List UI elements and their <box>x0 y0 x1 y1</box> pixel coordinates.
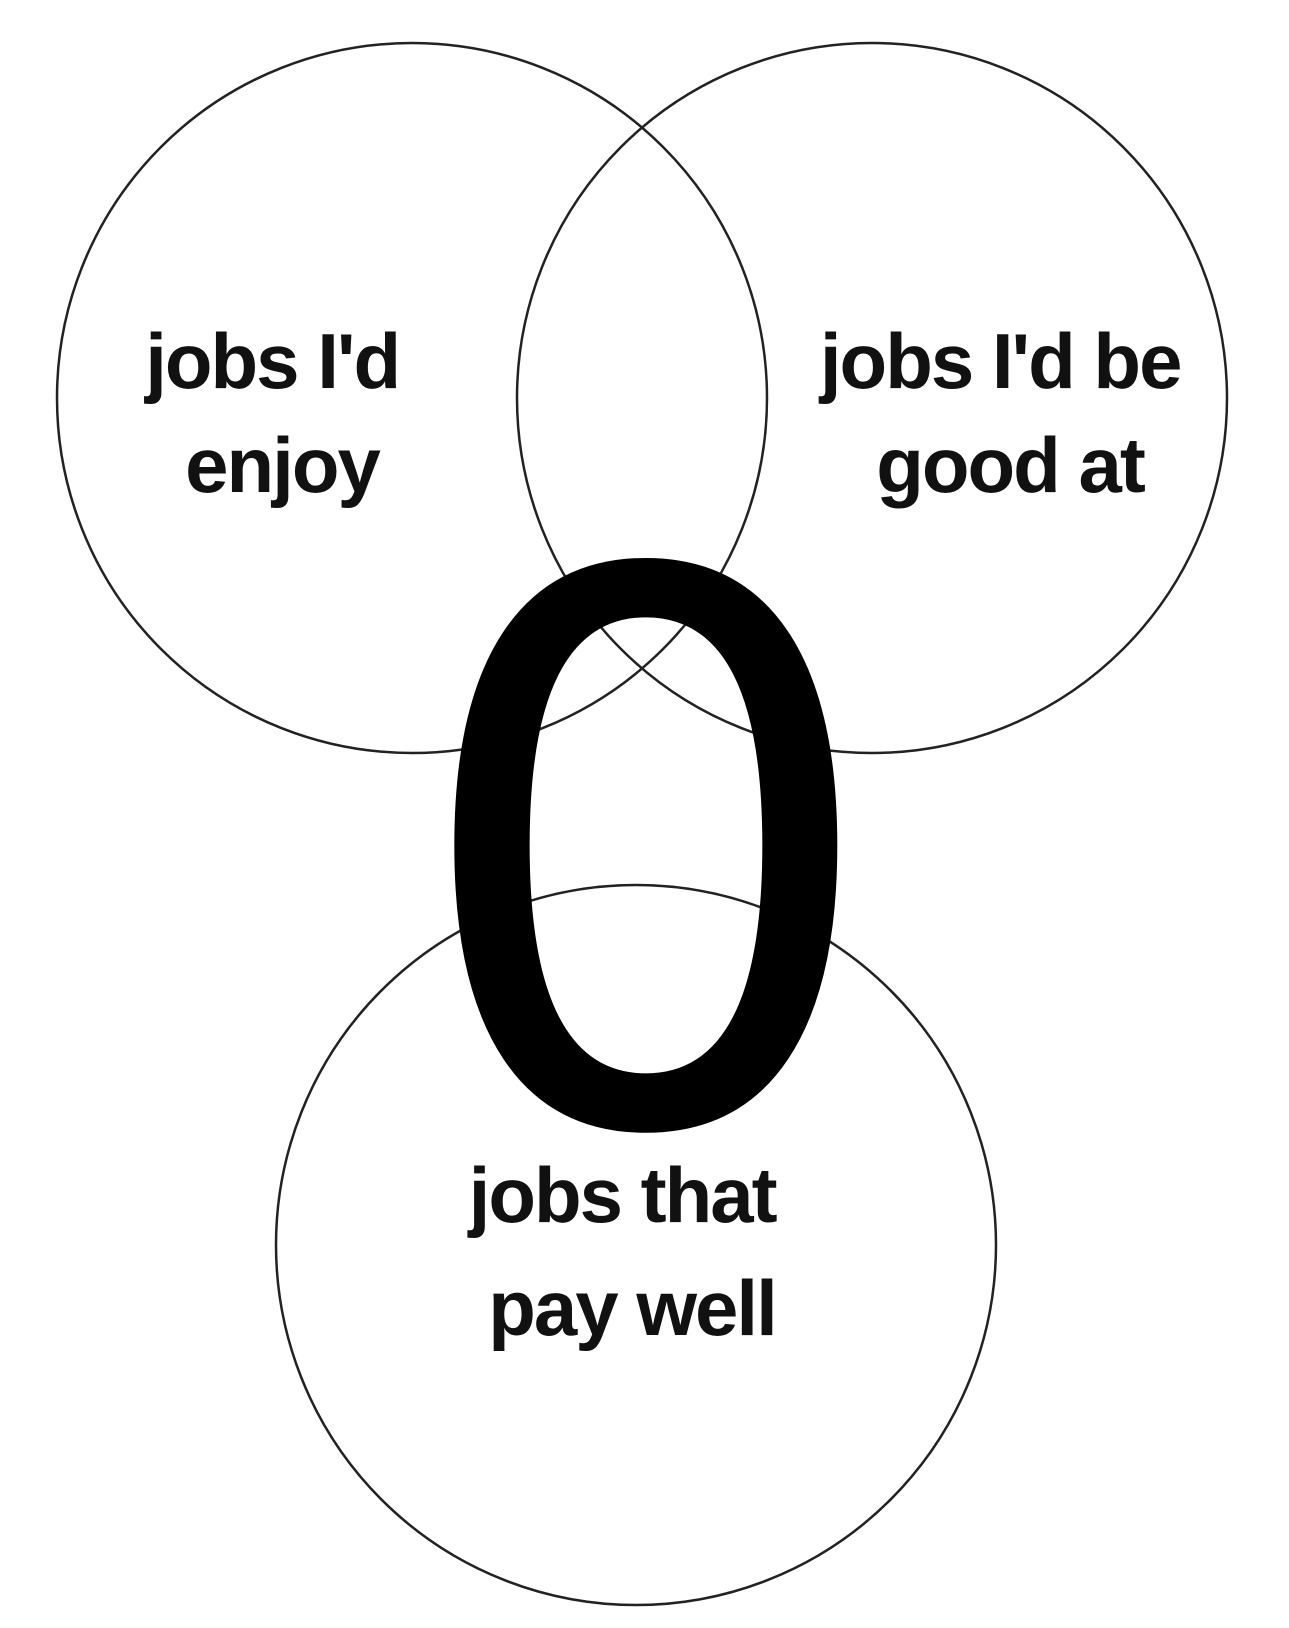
circle-jobs-pay-well <box>274 883 998 1607</box>
label-jobs-good-at-line-2: good at <box>876 421 1146 509</box>
label-jobs-enjoy-line-2: enjoy <box>185 421 380 509</box>
circle-jobs-enjoy <box>55 41 769 755</box>
label-jobs-good-at: jobs I'd be good at <box>818 317 1200 509</box>
label-jobs-good-at-line-1: jobs I'd be <box>818 317 1181 405</box>
label-jobs-enjoy-line-1: jobs I'd <box>143 317 399 405</box>
center-zero-symbol: 0 <box>404 418 888 1302</box>
label-jobs-pay-well-line-1: jobs that <box>467 1151 778 1239</box>
circle-jobs-good-at <box>515 41 1229 755</box>
label-jobs-pay-well-line-2: pay well <box>488 1264 775 1352</box>
label-jobs-pay-well: jobs that pay well <box>467 1151 796 1352</box>
label-jobs-enjoy: jobs I'd enjoy <box>143 317 419 509</box>
